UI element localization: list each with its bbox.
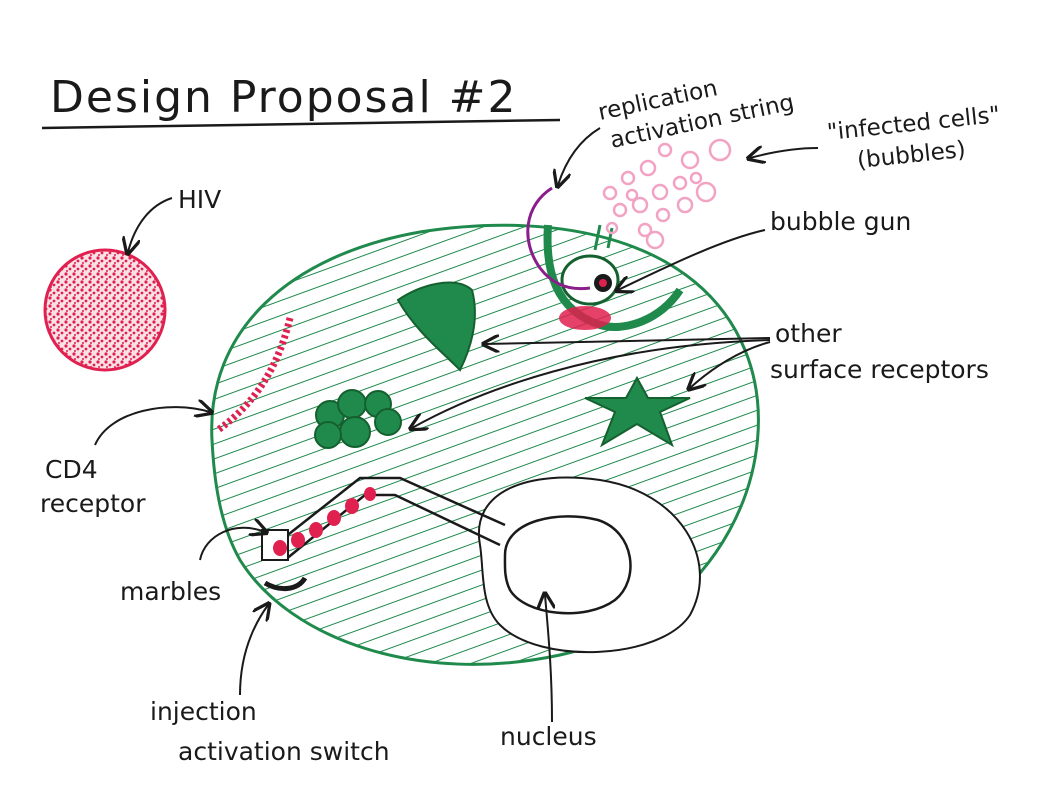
infected-label-line2: (bubbles) [856,137,967,174]
receptors-label-line1: other [775,319,842,348]
infected-label-line1: "infected cells" [826,102,1001,146]
bubble-gun-label: bubble gun [770,207,911,236]
hiv-label: HIV [178,185,221,214]
hiv-particle [45,250,165,370]
receptors-label-line2: surface receptors [770,355,989,384]
marbles-label: marbles [120,577,221,606]
hiv-arrow [128,198,172,252]
cd4-label-line1: CD4 [45,455,98,484]
infected-bubbles [604,140,730,248]
injection-label-line1: injection [150,697,257,726]
injection-label-line2: activation switch [178,737,390,766]
infected-arrow [750,148,818,158]
nucleus-label: nucleus [500,722,597,751]
replication-arrow [558,128,600,185]
cd4-label-line2: receptor [40,489,146,518]
cd4-arrow [95,407,210,445]
injection-arrow [240,605,268,695]
page-title: Design Proposal #2 [50,72,518,123]
